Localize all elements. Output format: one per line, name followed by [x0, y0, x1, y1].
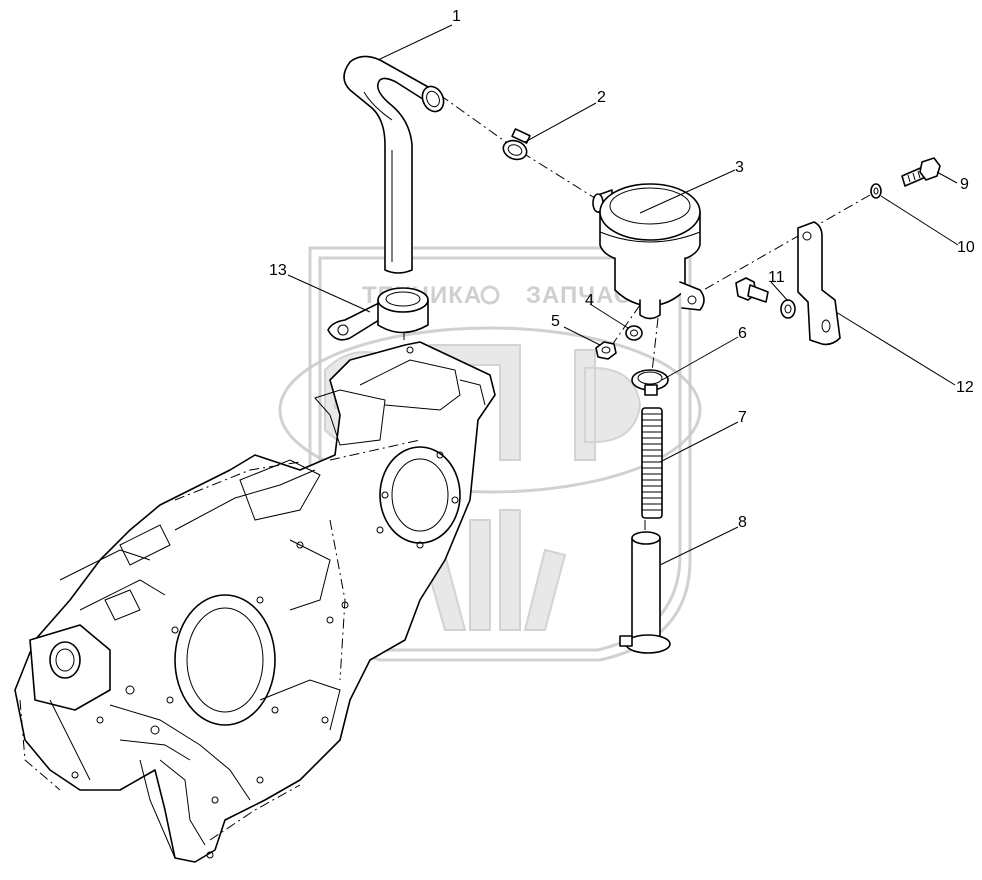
callout-3: 3	[735, 159, 744, 176]
part-6-hose-clamp	[631, 369, 669, 396]
part-12-mounting-bracket	[797, 221, 841, 346]
callout-2: 2	[597, 89, 606, 106]
part-5-nut	[595, 341, 617, 360]
callout-9: 9	[960, 176, 969, 193]
callout-7: 7	[738, 409, 747, 426]
part-9-bolt	[901, 157, 941, 187]
callout-6: 6	[738, 325, 747, 342]
part-2-hose-clamp	[502, 128, 531, 161]
part-1-breather-hose	[343, 55, 445, 274]
part-4-washer	[625, 325, 643, 341]
callouts: 1 2 3 4 5 6 7 8 9 10 11 12 13	[269, 8, 975, 531]
part-7-corrugated-hose	[641, 407, 663, 519]
callout-10: 10	[957, 239, 975, 256]
callout-1: 1	[452, 8, 461, 25]
callout-8: 8	[738, 514, 747, 531]
part-11-bolt	[735, 277, 796, 319]
callout-11: 11	[768, 269, 785, 286]
part-10-washer	[870, 183, 882, 199]
part-3-oil-separator	[592, 183, 705, 320]
callout-4: 4	[585, 292, 594, 309]
gear-housing	[14, 341, 496, 863]
part-8-drain-hose	[619, 531, 671, 654]
callout-13: 13	[269, 262, 287, 279]
part-13-adapter-bracket	[327, 287, 429, 341]
callout-5: 5	[551, 313, 560, 330]
leader-lines	[287, 24, 959, 566]
callout-12: 12	[956, 379, 974, 396]
